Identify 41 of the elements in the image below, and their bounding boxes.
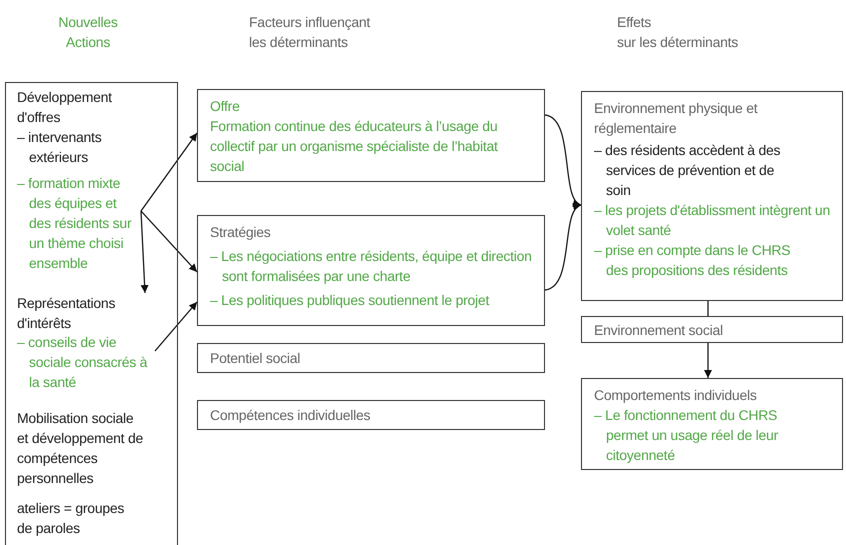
box-heading: Potentiel social <box>210 349 302 368</box>
factor-box <box>197 215 545 326</box>
box-text: Mobilisation sociale et développement de compétences personnelles <box>17 409 144 488</box>
arrow <box>140 210 149 294</box>
box-heading: Environnement physique et réglementaire <box>594 99 758 138</box>
factor-box <box>197 89 545 182</box>
factor-box <box>197 343 545 373</box>
column-heading: Facteurs influençant les déterminants <box>249 13 372 52</box>
heading-text: Représentations d'intérêts <box>17 293 162 333</box>
box-text: – prise en compte dans le CHRS des propositions des résidents <box>594 241 792 280</box>
box-heading: Environnement social <box>594 321 724 340</box>
box-text: – les projets d'établissment intègrent un volet santé <box>594 201 830 240</box>
box-heading: Stratégies <box>210 223 272 242</box>
box-text: – Les politiques publiques soutiennent le projet <box>210 291 490 310</box>
box-text: Formation continue des éducateurs à l’usage du collectif par un organisme spécialiste de l’habitat social <box>210 117 499 176</box>
arrow <box>704 343 712 378</box>
list-item-text: – formation mixte des équipes et des résidents sur un thème choisi ensemble <box>17 173 141 273</box>
arrow <box>544 204 582 291</box>
arrow <box>140 132 198 212</box>
column-heading: Nouvelles Actions <box>57 13 119 52</box>
box-text: – des résidents accèdent à des services de prévention et de soin <box>594 141 782 200</box>
box-text: – intervenants extérieurs <box>17 128 102 167</box>
column-heading: Effets <box>617 13 652 32</box>
box-text: ateliers = groupes de paroles <box>17 499 126 538</box>
arrow <box>544 114 582 206</box>
box-text: Offre <box>210 97 241 116</box>
box-heading: Comportements individuels <box>594 386 758 405</box>
box-text: Développement d'offres <box>17 88 113 127</box>
column-heading: sur les déterminants <box>617 33 740 52</box>
arrow <box>140 210 198 272</box>
factor-box <box>197 400 545 430</box>
column-box <box>5 82 178 545</box>
effect-box <box>581 91 843 301</box>
effect-box <box>581 316 843 343</box>
list-item-text: – conseils de vie sociale consacrés à la santé <box>17 332 155 392</box>
box-heading: Compétences individuelles <box>210 406 372 425</box>
effect-box <box>581 378 843 470</box>
connector-line <box>707 301 709 316</box>
box-text: – Les négociations entre résidents, équipe et direction sont formalisées par une charte <box>210 247 532 286</box>
box-text: – Le fonctionnement du CHRS permet un usage réel de leur citoyenneté <box>594 406 779 465</box>
arrow <box>154 302 198 352</box>
